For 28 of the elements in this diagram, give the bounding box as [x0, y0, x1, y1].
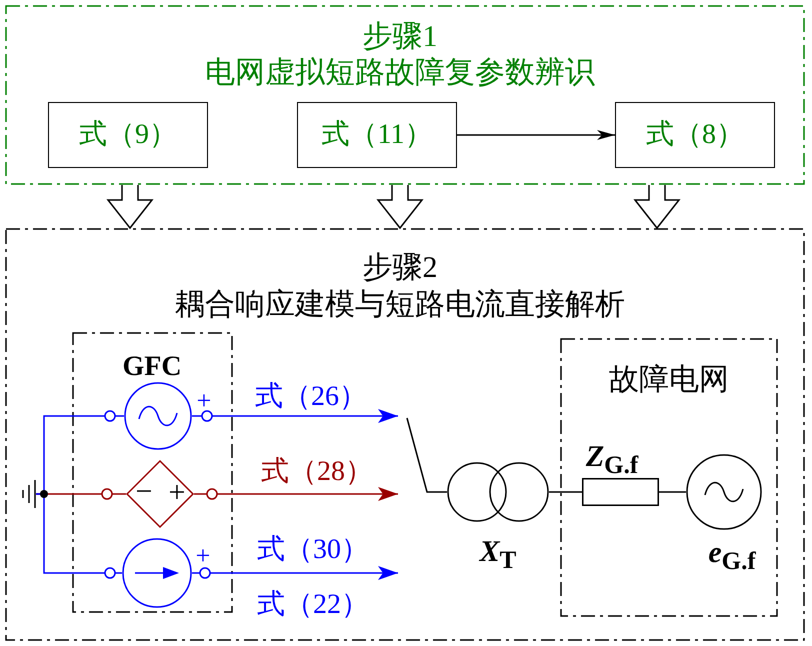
group-title: 故障电网: [609, 365, 729, 395]
step-heading: 步骤1: [362, 22, 438, 52]
symbol-label: e$_{G.f}$: [708, 538, 756, 574]
group-title: GFC: [122, 353, 182, 381]
arrow: [194, 487, 398, 501]
arrow: [457, 130, 615, 140]
symbol-label: Z$_{G.f}$: [586, 442, 638, 478]
block-arrow: [106, 184, 154, 230]
wire: [659, 491, 686, 493]
arrow: [192, 566, 398, 580]
polarity-sign: +: [196, 388, 212, 414]
wire: [406, 418, 447, 493]
step-title: 耦合响应建模与短路电流直接解析: [175, 290, 625, 320]
wire: [36, 493, 122, 574]
arrow: [192, 409, 398, 423]
equation-label: 式（22）: [257, 591, 369, 619]
formula-box: 式（9）: [48, 102, 208, 168]
formula-box: 式（8）: [615, 102, 775, 168]
step-heading: 步骤2: [362, 253, 438, 283]
symbol-label: X$_{T}$: [480, 537, 516, 573]
step-title: 电网虚拟短路故障复参数辨识: [205, 58, 595, 88]
polarity-sign: +: [196, 543, 210, 569]
polarity-sign: +: [168, 478, 186, 508]
polarity-sign: −: [136, 477, 152, 507]
wire: [549, 491, 582, 493]
formula-box: 式（11）: [297, 102, 457, 168]
block-arrow: [633, 184, 681, 230]
block-arrow: [376, 184, 424, 230]
